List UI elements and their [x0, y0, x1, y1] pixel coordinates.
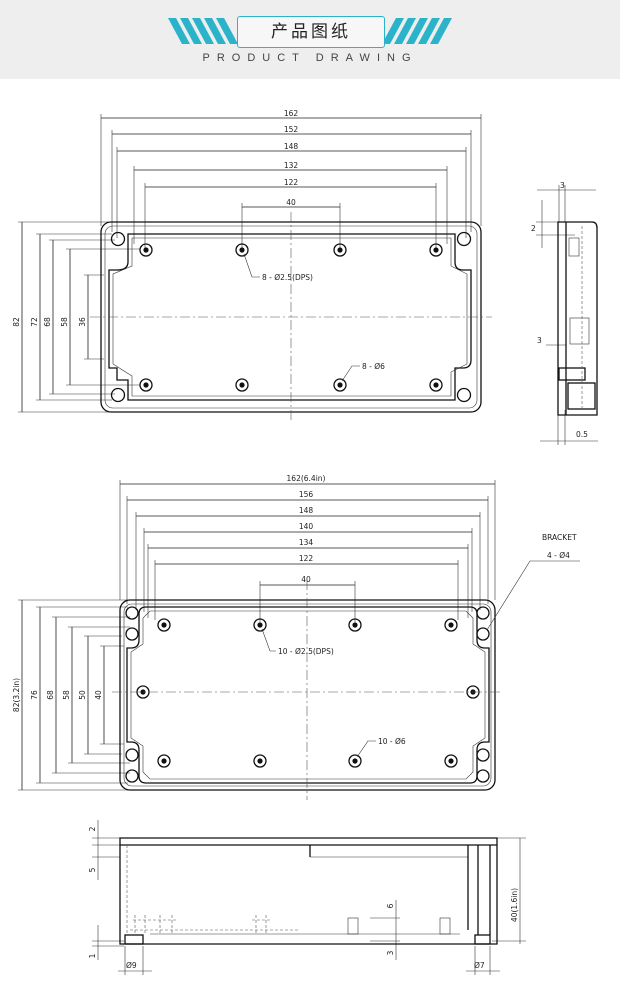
dim2-width-156: 156 — [299, 490, 314, 499]
side-dim-2: 2 — [531, 224, 536, 233]
dim2-height-40: 40 — [94, 690, 103, 700]
page-title: 产品图纸 — [237, 16, 385, 48]
top-view-1: 162 152 148 132 122 40 82 72 68 58 36 — [12, 109, 492, 420]
dim2-width-122: 122 — [299, 554, 314, 563]
dim2-height-50: 50 — [78, 690, 87, 700]
dim-width-40: 40 — [286, 198, 296, 207]
dim2-height-76: 76 — [30, 690, 39, 700]
dim2-height-58: 58 — [62, 690, 71, 700]
header-banner: 产品图纸 PRODUCT DRAWING — [0, 0, 620, 79]
callout-mount-8: 8 - Ø6 — [362, 362, 385, 371]
side-dim-3-top: 3 — [560, 181, 565, 190]
side-dim-3: 3 — [537, 336, 542, 345]
dim-width-162: 162 — [284, 109, 299, 118]
front-dim-1: 1 — [88, 953, 97, 958]
dim-height-58: 58 — [60, 317, 69, 327]
dim2-width-162: 162(6.4in) — [287, 474, 326, 483]
dim2-width-40: 40 — [301, 575, 311, 584]
technical-drawing: 162 152 148 132 122 40 82 72 68 58 36 — [12, 109, 598, 975]
dim2-width-134: 134 — [299, 538, 314, 547]
bracket-holes-label: 4 - Ø4 — [547, 551, 570, 560]
dim-width-148: 148 — [284, 142, 299, 151]
page-subtitle: PRODUCT DRAWING — [202, 52, 418, 64]
dim-height-82: 82 — [12, 317, 21, 327]
dim2-width-140: 140 — [299, 522, 314, 531]
front-dim-phi9: Ø9 — [126, 961, 137, 970]
dim2-width-148: 148 — [299, 506, 314, 515]
dim2-height-68: 68 — [46, 690, 55, 700]
dim-width-122: 122 — [284, 178, 299, 187]
callout2-holes-10: 10 - Ø2.5(DPS) — [278, 647, 334, 656]
dim-height-72: 72 — [30, 317, 39, 327]
dim-width-152: 152 — [284, 125, 299, 134]
front-dim-5: 5 — [88, 867, 97, 872]
front-dim-40: 40(1.6in) — [510, 888, 519, 922]
callout-holes-8: 8 - Ø2.5(DPS) — [262, 273, 313, 282]
top-view-2: 162(6.4in) 156 148 140 134 122 40 82(3.2… — [12, 474, 580, 800]
dim-height-36: 36 — [78, 317, 87, 327]
front-dim-2: 2 — [88, 826, 97, 831]
callout2-mount-10: 10 - Ø6 — [378, 737, 406, 746]
front-section-view: 2 5 1 6 3 40(1.6in) Ø9 Ø7 — [88, 820, 526, 975]
front-dim-6: 6 — [386, 903, 395, 908]
side-view: 3 2 3 0.5 — [531, 181, 598, 445]
dim-height-68: 68 — [43, 317, 52, 327]
dim-width-132: 132 — [284, 161, 299, 170]
front-dim-3: 3 — [386, 950, 395, 955]
dim2-height-82: 82(3.2in) — [12, 678, 21, 712]
banner-stripes — [168, 18, 452, 44]
bracket-label: BRACKET — [542, 533, 577, 542]
side-dim-0-5: 0.5 — [576, 430, 588, 439]
front-dim-phi7: Ø7 — [474, 961, 485, 970]
